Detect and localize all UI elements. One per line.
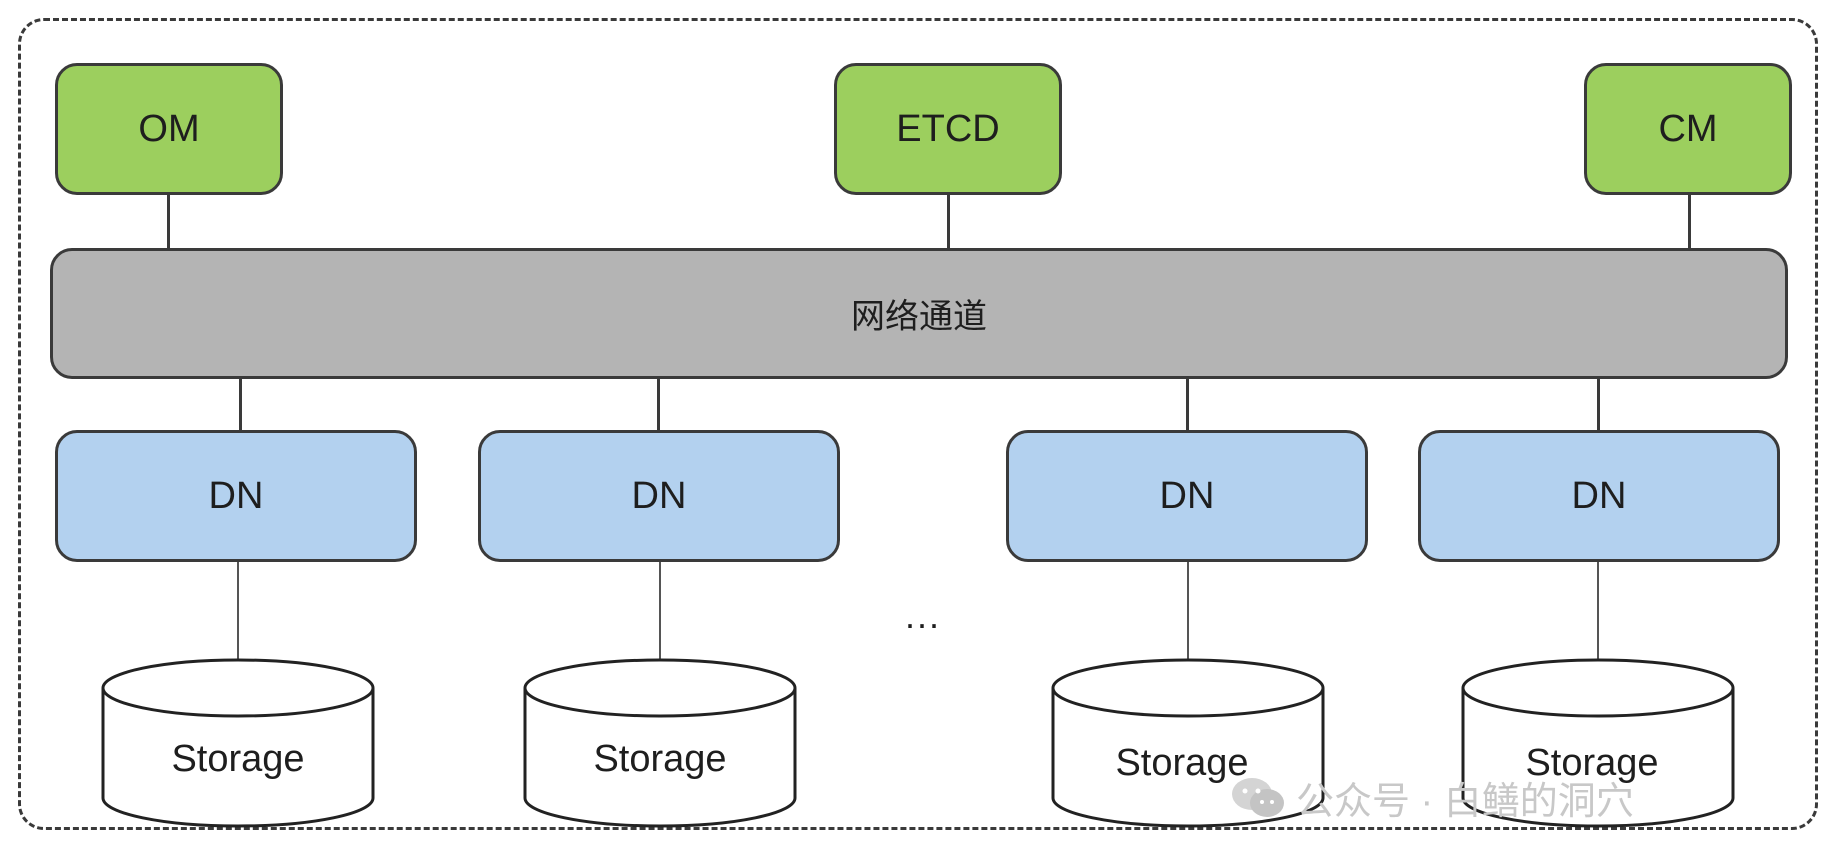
connector-dn-storage-1 [237, 560, 239, 660]
connector-dn-storage-3 [1187, 560, 1189, 660]
connector-network-dn-4 [1597, 377, 1600, 432]
data-node-label: DN [1159, 474, 1215, 517]
data-node-3: DN [1006, 430, 1368, 562]
storage-label: Storage [1115, 742, 1249, 784]
connector-etcd-network [947, 193, 950, 250]
data-node-1: DN [55, 430, 417, 562]
connector-dn-storage-4 [1597, 560, 1599, 660]
cm-node-label: CM [1658, 107, 1718, 150]
data-node-label: DN [208, 474, 264, 517]
storage-cylinder-2 [523, 658, 797, 828]
storage-label: Storage [171, 738, 305, 780]
storage-cylinder-4 [1461, 658, 1735, 828]
connector-cm-network [1688, 193, 1691, 250]
storage-label: Storage [593, 738, 727, 780]
data-node-2: DN [478, 430, 840, 562]
connector-network-dn-3 [1186, 377, 1189, 432]
connector-network-dn-2 [657, 377, 660, 432]
om-node-label: OM [138, 107, 200, 150]
om-node: OM [55, 63, 283, 195]
cm-node: CM [1584, 63, 1792, 195]
wechat-icon [1230, 776, 1286, 820]
watermark-text: 公众号 · 白鳝的洞穴 [1296, 781, 1634, 823]
connector-dn-storage-2 [659, 560, 661, 660]
storage-label: Storage [1525, 742, 1659, 784]
connector-om-network [167, 193, 170, 250]
cluster-boundary [18, 18, 1818, 830]
data-node-label: DN [1571, 474, 1627, 517]
etcd-node-label: ETCD [896, 107, 1000, 150]
storage-cylinder-1 [101, 658, 375, 828]
network-channel-label: 网络通道 [851, 298, 987, 336]
connector-network-dn-1 [239, 377, 242, 432]
more-nodes-ellipsis: ... [905, 595, 942, 636]
etcd-node: ETCD [834, 63, 1062, 195]
data-node-label: DN [631, 474, 687, 517]
network-channel: 网络通道 [50, 248, 1788, 379]
watermark: 公众号 · 白鳝的洞穴 [1230, 770, 1634, 825]
data-node-4: DN [1418, 430, 1780, 562]
